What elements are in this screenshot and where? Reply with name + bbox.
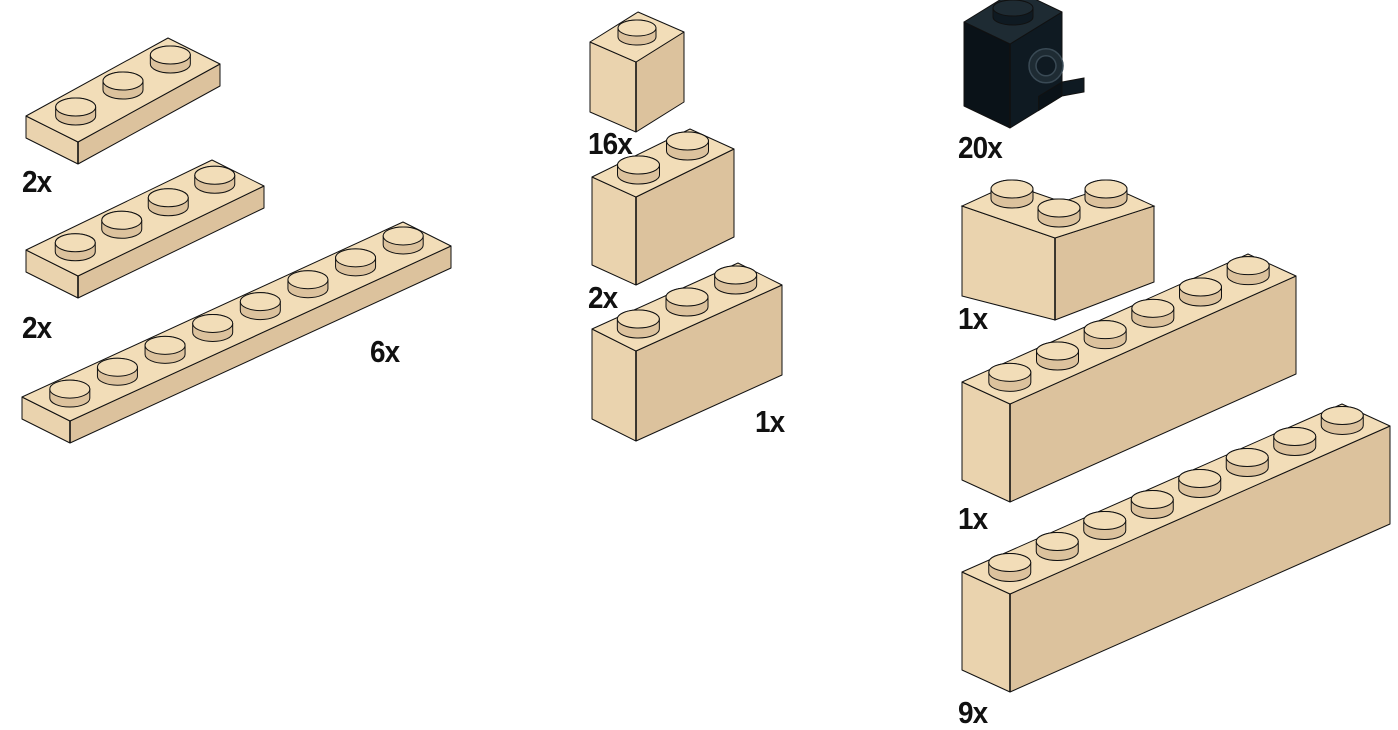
part-brick-1x6	[961, 253, 1297, 503]
part-plate-1x3	[25, 37, 221, 165]
part-brick-1x2	[591, 128, 735, 286]
quantity-label-plate-1x3: 2x	[22, 164, 52, 199]
part-plate-1x8	[21, 221, 452, 444]
quantity-label-brick-1x8: 9x	[958, 695, 988, 730]
part-brick-1x1	[589, 11, 685, 133]
part-brick-1x8	[961, 403, 1391, 693]
quantity-label-brick-1x3: 1x	[755, 404, 785, 439]
quantity-label-brick-1x6: 1x	[958, 501, 988, 536]
quantity-label-brick-1x1-headlight: 20x	[958, 130, 1003, 165]
part-brick-1x1-headlight	[963, 0, 1085, 129]
part-brick-2x2-corner	[960, 179, 1156, 321]
part-plate-1x4	[25, 159, 265, 299]
quantity-label-plate-1x4: 2x	[22, 310, 52, 345]
quantity-label-plate-1x8: 6x	[370, 334, 400, 369]
part-brick-1x3	[591, 262, 783, 442]
quantity-label-brick-1x2: 2x	[588, 280, 618, 315]
quantity-label-brick-2x2-corner: 1x	[958, 301, 988, 336]
quantity-label-brick-1x1: 16x	[588, 126, 633, 161]
